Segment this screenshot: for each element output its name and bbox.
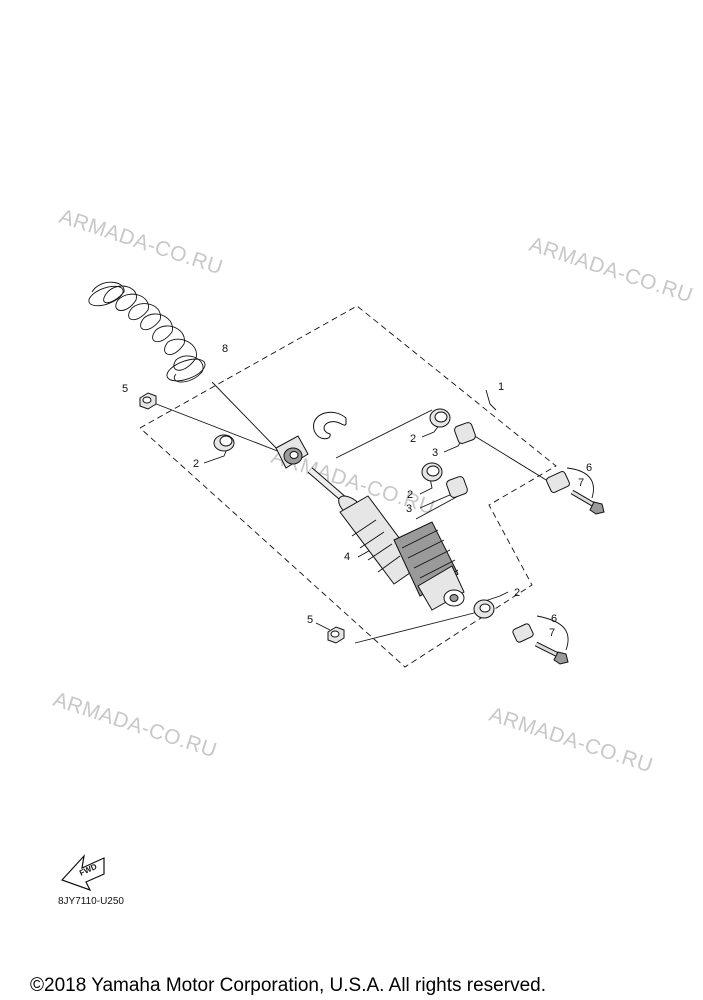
retaining-clip [313, 411, 347, 440]
callout-6: 6 [551, 613, 557, 625]
assembly-boundary [139, 305, 557, 668]
watermark: ARMADA-CO.RU [526, 233, 695, 308]
watermark: ARMADA-CO.RU [486, 703, 655, 778]
watermark: ARMADA-CO.RU [56, 205, 225, 280]
callout-2: 2 [514, 587, 520, 599]
forward-arrow-icon: FWD [60, 854, 105, 892]
nut-part-upper [139, 392, 157, 410]
callout-3: 3 [406, 503, 412, 515]
callout-5: 5 [122, 383, 128, 395]
callout-2: 2 [410, 433, 416, 445]
collar-part-upper-left [213, 434, 235, 452]
diagram-code: 8JY7110-U250 [58, 896, 124, 907]
bolt-part-lower [534, 641, 569, 665]
spacer-part-upper [546, 471, 570, 493]
callout-7: 7 [549, 627, 555, 639]
shock-upper-eye [275, 435, 309, 469]
callout-6: 6 [586, 462, 592, 474]
bolt-part-upper [570, 489, 605, 515]
callout-2: 2 [407, 489, 413, 501]
callout-2: 2 [193, 458, 199, 470]
shock-absorber-body [307, 467, 465, 611]
callout-4: 4 [344, 551, 350, 563]
spring-part [88, 281, 206, 383]
nut-part-lower [327, 626, 345, 644]
callout-3: 3 [432, 447, 438, 459]
callout-7: 7 [578, 477, 584, 489]
callout-5: 5 [307, 614, 313, 626]
collar-part-lower [473, 599, 495, 619]
collar-part-middle [421, 462, 443, 482]
bushing-part-upper [454, 422, 476, 444]
spacer-part-lower [512, 623, 534, 643]
bushing-part-middle [446, 476, 468, 498]
callout-8: 8 [222, 343, 228, 355]
copyright-notice: ©2018 Yamaha Motor Corporation, U.S.A. A… [30, 975, 546, 996]
callout-1: 1 [498, 381, 504, 393]
watermark: ARMADA-CO.RU [50, 688, 219, 763]
collar-part-upper-right [429, 408, 451, 428]
